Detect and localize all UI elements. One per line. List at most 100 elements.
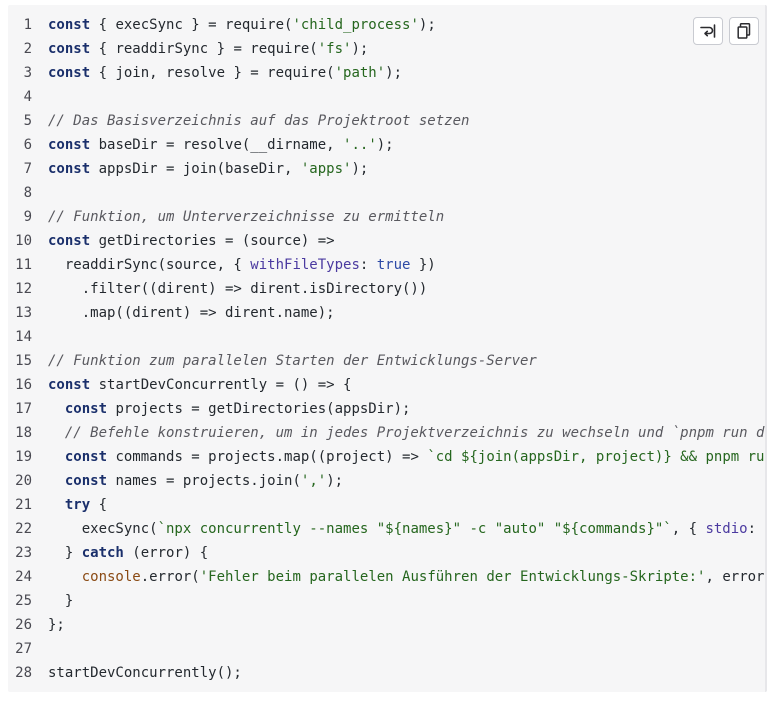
code-token: const	[48, 17, 91, 33]
line-number: 11	[15, 257, 32, 273]
code-token: const	[48, 233, 91, 249]
line-code: const startDevConcurrently = () => {	[32, 373, 351, 397]
line-number: 18	[15, 425, 32, 441]
line-number: 17	[15, 401, 32, 417]
code-line: 20 const names = projects.join(',');	[8, 469, 767, 493]
line-code: const baseDir = resolve(__dirname, '..')…	[32, 133, 394, 157]
line-number: 28	[15, 665, 32, 681]
code-token: .error(	[140, 569, 200, 585]
line-number: 7	[23, 161, 32, 177]
line-number: 4	[23, 89, 32, 105]
line-code	[32, 325, 48, 349]
line-code: const { readdirSync } = require('fs');	[32, 37, 368, 61]
line-number: 25	[15, 593, 32, 609]
code-token: );	[351, 41, 369, 57]
code-token: appsDir = join(baseDir,	[90, 161, 301, 177]
code-token: const	[48, 41, 91, 57]
code-token: // Befehle konstruieren, um in jedes Pro…	[64, 425, 767, 441]
line-code: }	[32, 589, 73, 613]
code-line: 25 }	[8, 589, 767, 613]
code-token	[48, 449, 65, 465]
code-token: // Das Basisverzeichnis auf das Projektr…	[48, 113, 470, 129]
line-code	[32, 637, 48, 661]
code-line: 17 const projects = getDirectories(appsD…	[8, 397, 767, 421]
code-token	[48, 425, 65, 441]
code-token: `cd ${join(appsDir, project)} && pnpm ru…	[427, 449, 767, 465]
code-token: );	[418, 17, 436, 33]
code-line: 26};	[8, 613, 767, 637]
code-token: }	[48, 593, 74, 609]
line-code: const appsDir = join(baseDir, 'apps');	[32, 157, 368, 181]
line-number: 1	[23, 17, 32, 33]
copy-icon	[737, 23, 751, 39]
code-token: 'fs'	[317, 41, 352, 57]
code-token	[48, 473, 65, 489]
line-code: startDevConcurrently();	[32, 661, 242, 685]
code-token: );	[376, 137, 394, 153]
line-number: 3	[23, 65, 32, 81]
line-code: // Funktion zum parallelen Starten der E…	[32, 349, 537, 373]
code-token: ','	[300, 473, 327, 489]
line-number: 5	[23, 113, 32, 129]
line-number: 2	[23, 41, 32, 57]
code-token: const	[48, 65, 91, 81]
code-token: baseDir = resolve(__dirname,	[90, 137, 344, 153]
code-token: const	[64, 449, 108, 465]
line-code: // Funktion, um Unterverzeichnisse zu er…	[32, 205, 444, 229]
code-line: 4	[8, 85, 767, 109]
line-number: 16	[15, 377, 32, 393]
line-number: 8	[23, 185, 32, 201]
code-token: :	[359, 257, 377, 273]
line-code: const { join, resolve } = require('path'…	[32, 61, 402, 85]
code-token: 'path'	[334, 65, 386, 81]
code-token: const	[64, 401, 108, 417]
line-code: execSync(`npx concurrently --names "${na…	[32, 517, 756, 541]
line-number: 6	[23, 137, 32, 153]
code-token: getDirectories = (source) =>	[90, 233, 335, 249]
line-number: 21	[15, 497, 32, 513]
code-line: 28 startDevConcurrently();	[8, 661, 767, 685]
code-token: {	[90, 497, 108, 513]
code-token: { execSync } = require(	[90, 17, 293, 33]
code-token: startDevConcurrently();	[48, 665, 242, 681]
code-token: catch	[81, 545, 124, 561]
line-code: };	[32, 613, 65, 637]
code-token: .filter((dirent) => dirent.isDirectory()…	[48, 281, 428, 297]
line-code: console.error('Fehler beim parallelen Au…	[32, 565, 767, 589]
code-line: 9// Funktion, um Unterverzeichnisse zu e…	[8, 205, 767, 229]
wrap-lines-button[interactable]	[693, 17, 723, 45]
code-token: commands = projects.map((project) =>	[107, 449, 428, 465]
code-line: 12 .filter((dirent) => dirent.isDirector…	[8, 277, 767, 301]
code-token: const	[48, 377, 91, 393]
code-line: 23 } catch (error) {	[8, 541, 767, 565]
code-token: const	[48, 161, 91, 177]
code-token: };	[48, 617, 65, 633]
line-code: const getDirectories = (source) =>	[32, 229, 335, 253]
code-line: 19 const commands = projects.map((projec…	[8, 445, 767, 469]
line-code: const { execSync } = require('child_proc…	[32, 13, 436, 37]
code-line: 22 execSync(`npx concurrently --names "$…	[8, 517, 767, 541]
line-code: // Das Basisverzeichnis auf das Projektr…	[32, 109, 469, 133]
line-code: // Befehle konstruieren, um in jedes Pro…	[32, 421, 767, 445]
code-toolbar	[693, 17, 759, 45]
code-token	[48, 401, 65, 417]
code-token: (error) {	[123, 545, 209, 561]
code-line: 11 readdirSync(source, { withFileTypes: …	[8, 253, 767, 277]
code-token: const	[48, 137, 91, 153]
line-code: const names = projects.join(',');	[32, 469, 343, 493]
code-token: { join, resolve } = require(	[90, 65, 335, 81]
code-token: // Funktion, um Unterverzeichnisse zu er…	[48, 209, 445, 225]
line-number: 12	[15, 281, 32, 297]
code-token: withFileTypes	[250, 257, 360, 273]
copy-button[interactable]	[729, 17, 759, 45]
code-token: }	[48, 545, 82, 561]
line-number: 24	[15, 569, 32, 585]
line-code: const projects = getDirectories(appsDir)…	[32, 397, 411, 421]
line-number: 15	[15, 353, 32, 369]
code-token: );	[326, 473, 344, 489]
code-token: startDevConcurrently = () => {	[90, 377, 352, 393]
